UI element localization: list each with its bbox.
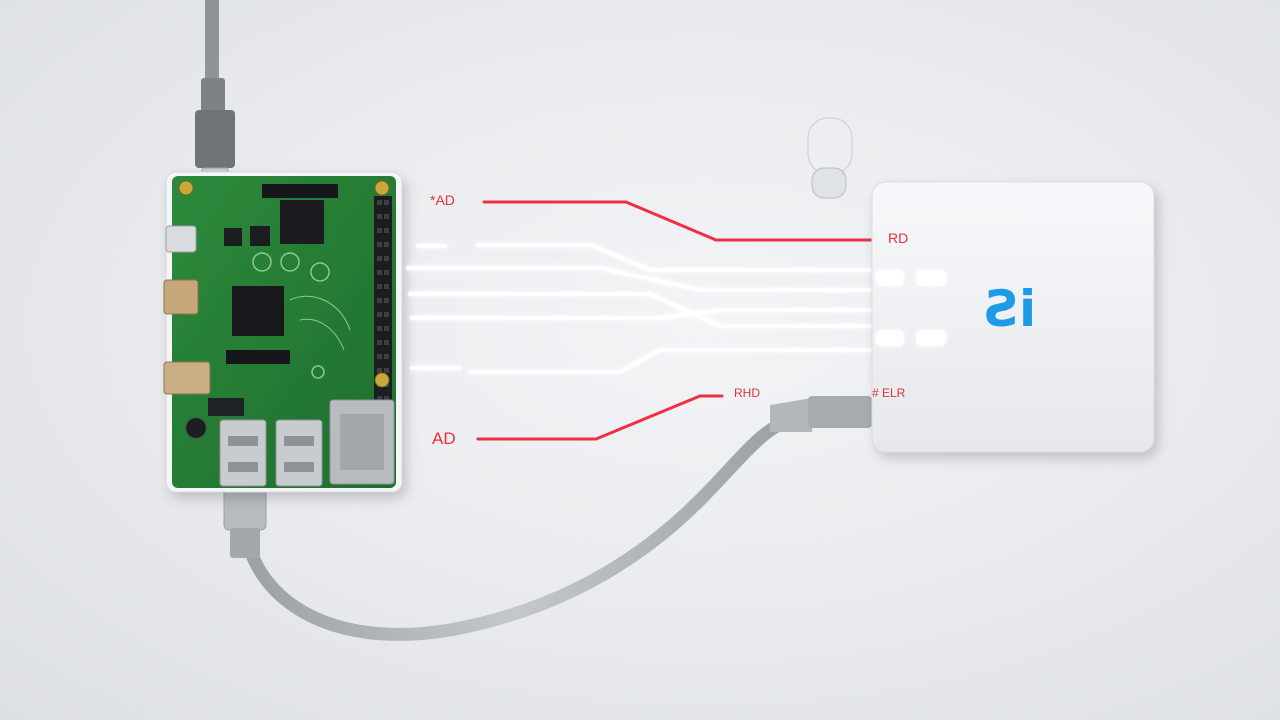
trace-label-bottom-middle: RHD xyxy=(734,386,760,400)
antenna-icon xyxy=(807,117,853,199)
ethernet-cable xyxy=(223,396,872,641)
usb-port xyxy=(219,419,267,487)
signal-lines xyxy=(406,243,872,374)
signal-line xyxy=(476,243,872,272)
gpio-header xyxy=(374,196,392,428)
power-cable xyxy=(195,0,235,201)
mounting-hole xyxy=(178,180,194,196)
soc-chip xyxy=(232,286,284,336)
signal-line xyxy=(408,292,872,328)
mounting-hole xyxy=(374,180,390,196)
trace-label-top-left: *AD xyxy=(430,192,455,208)
pcb-components xyxy=(163,180,395,487)
usb-port xyxy=(275,419,323,487)
micro-usb-port xyxy=(165,225,197,253)
signal-line xyxy=(468,348,872,374)
red-trace xyxy=(482,200,882,242)
mounting-hole xyxy=(374,372,390,388)
signal-line xyxy=(410,308,872,320)
trace-label-bottom-right: # ELR xyxy=(872,386,906,400)
module-ports xyxy=(876,270,946,346)
hdmi-port xyxy=(163,279,199,315)
trace-label-top-right: RD xyxy=(888,230,909,246)
red-trace xyxy=(476,394,724,441)
cable-strain-relief xyxy=(201,78,225,112)
wireless-module xyxy=(871,181,1155,453)
module-logo: Ƨi xyxy=(985,280,1036,338)
usb-connector-icon xyxy=(195,110,235,168)
signal-line xyxy=(406,266,872,292)
chip xyxy=(280,200,324,244)
hdmi-port xyxy=(163,361,211,395)
ethernet-plug xyxy=(808,396,872,428)
trace-label-bottom-left: AD xyxy=(432,429,456,448)
